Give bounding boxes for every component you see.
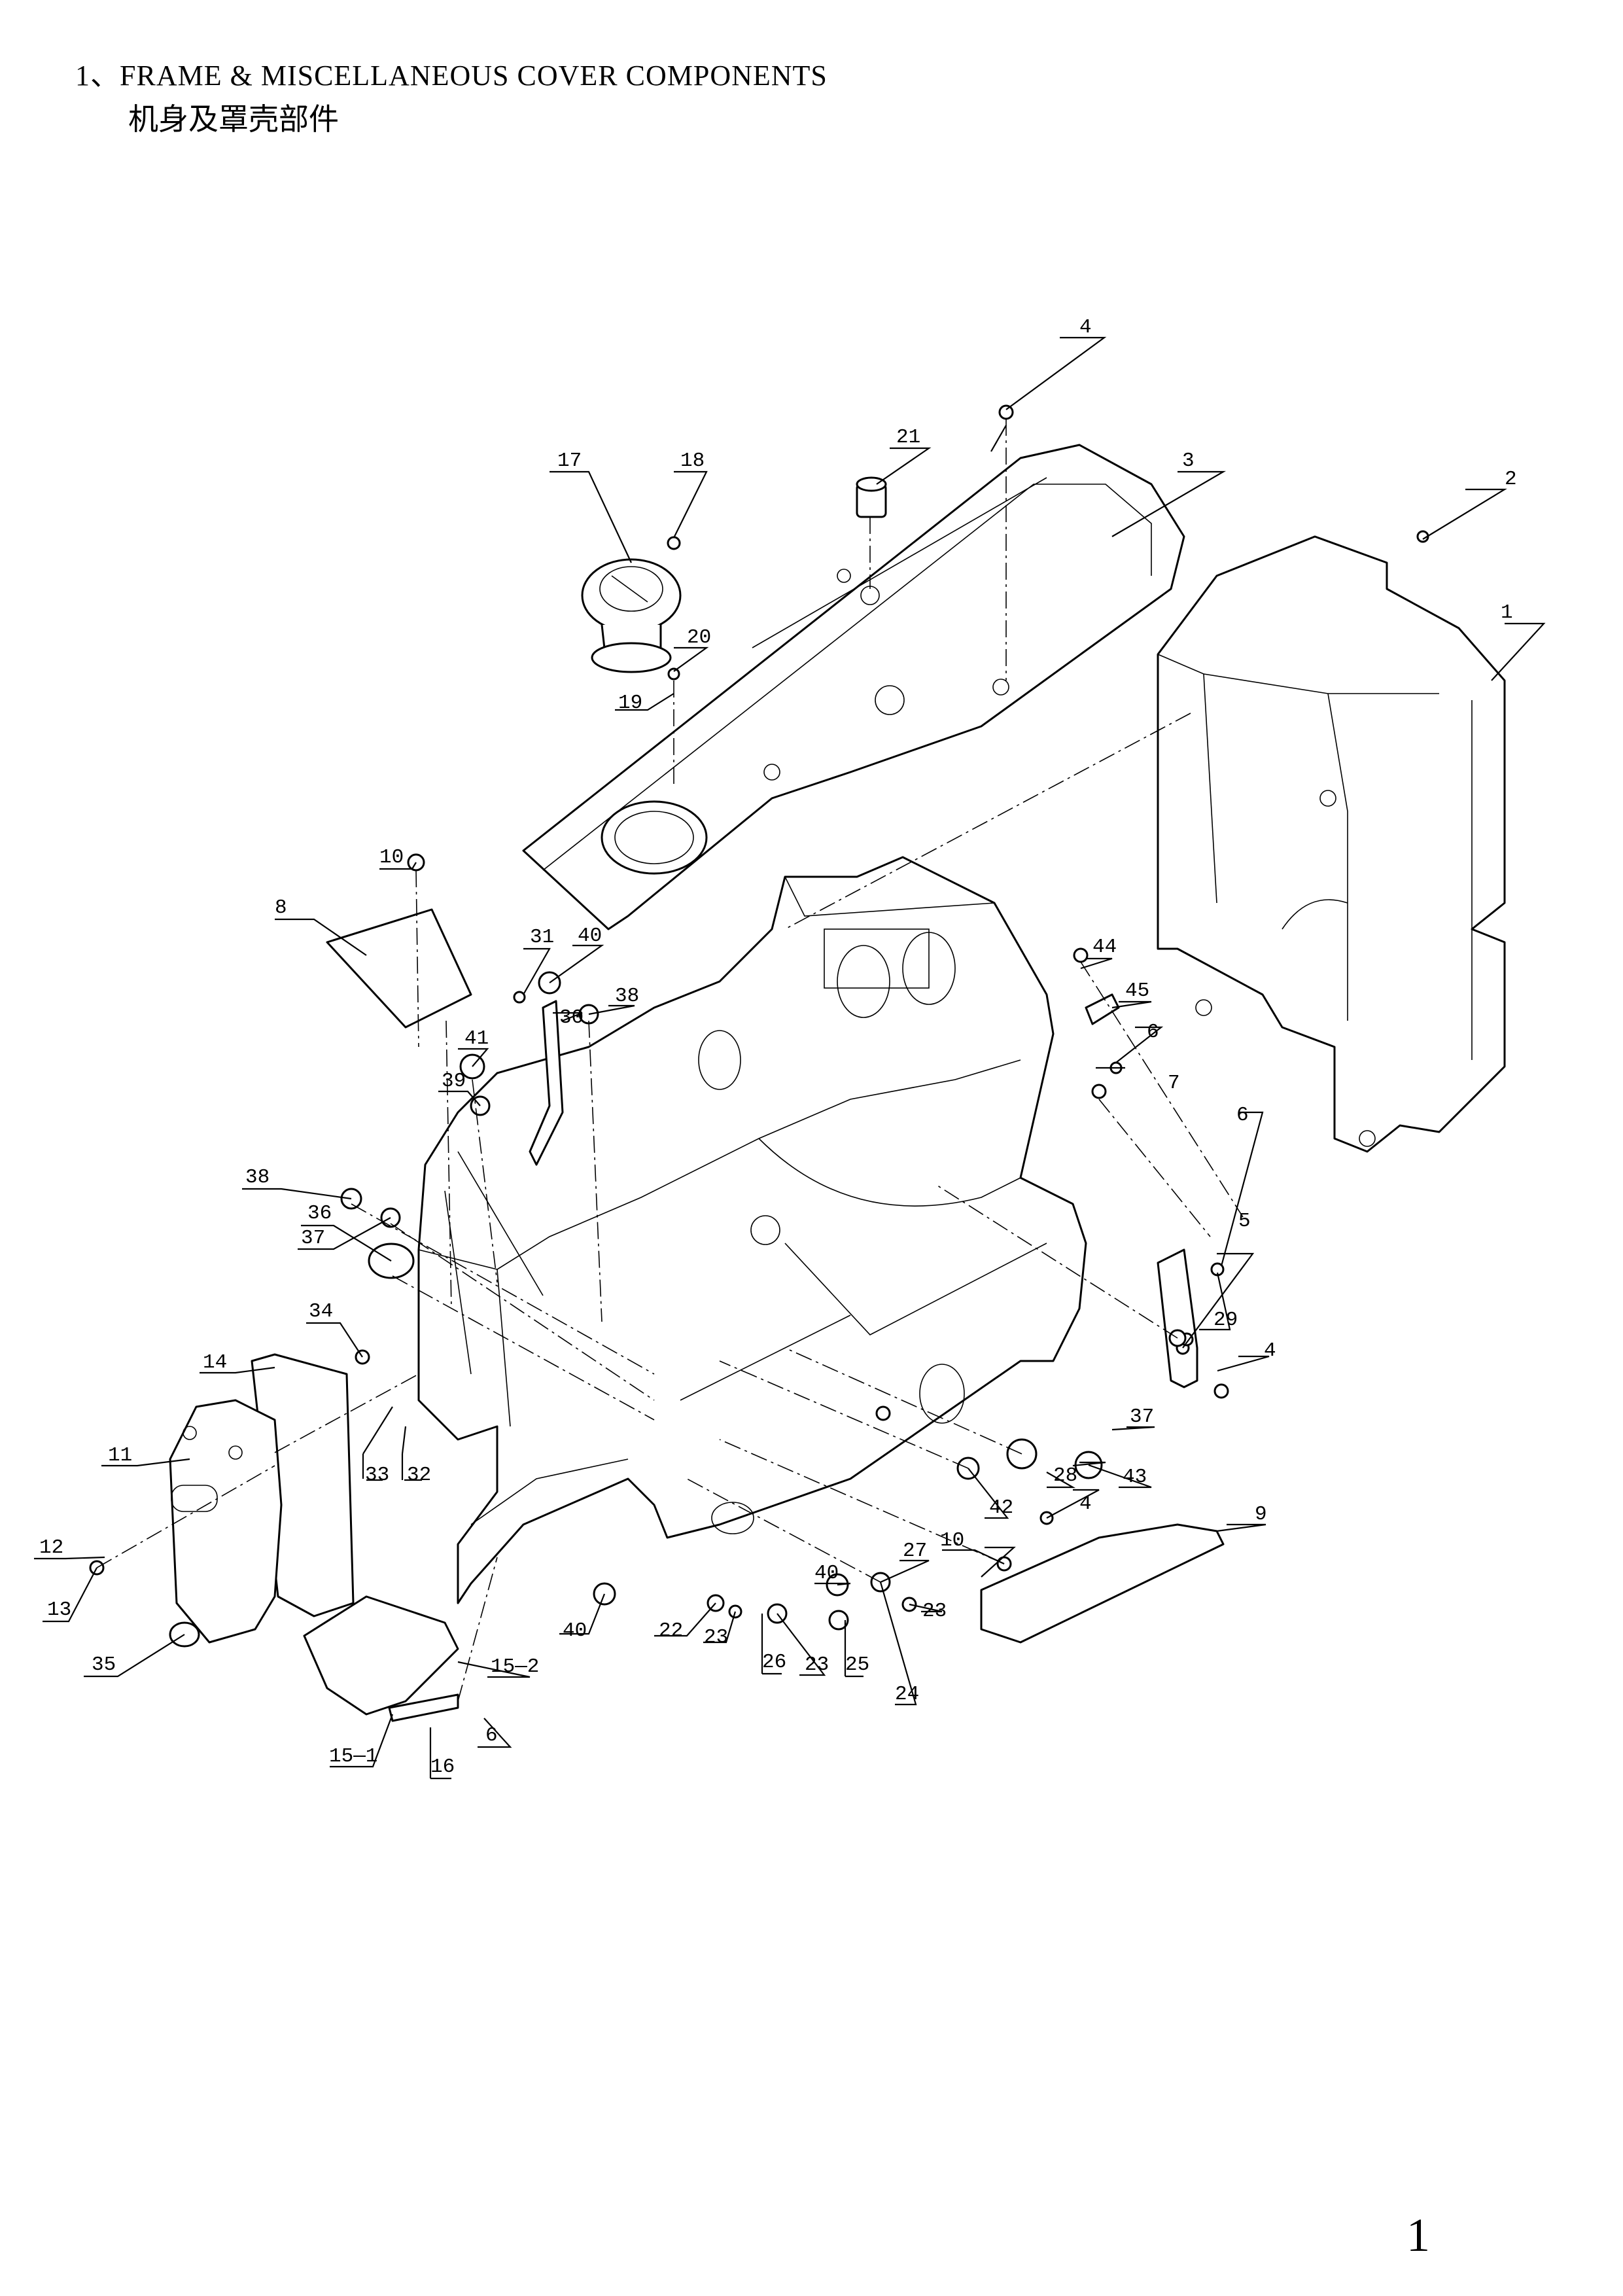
callout-41: 41 — [464, 1027, 489, 1050]
callout-22: 22 — [659, 1619, 683, 1642]
part-face-cover — [169, 1399, 283, 1644]
callout-20: 20 — [687, 626, 711, 649]
callout-24: 24 — [895, 1683, 919, 1706]
callout-2: 2 — [1505, 468, 1517, 491]
callout-43: 43 — [1123, 1466, 1147, 1489]
callout-15-1: 15—1 — [329, 1745, 377, 1768]
callout-8: 8 — [275, 896, 287, 919]
callout-16: 16 — [430, 1756, 455, 1778]
callout-9: 9 — [1255, 1503, 1267, 1526]
callout-labels: 1 2 3 4 4 4 5 6 6 6 7 8 9 10 10 11 12 13… — [39, 316, 1517, 1778]
callout-12: 12 — [39, 1536, 63, 1559]
callout-7: 7 — [1168, 1072, 1180, 1095]
callout-11: 11 — [108, 1444, 132, 1467]
callout-5: 5 — [1238, 1210, 1251, 1233]
callout-23: 23 — [922, 1600, 947, 1623]
callout-23: 23 — [704, 1626, 728, 1649]
callout-6: 6 — [1147, 1021, 1159, 1044]
callout-29: 29 — [1213, 1309, 1238, 1332]
callout-3: 3 — [1182, 450, 1195, 472]
callout-32: 32 — [407, 1464, 431, 1487]
callout-27: 27 — [903, 1540, 927, 1563]
part-main-frame — [417, 856, 1087, 1604]
callout-38: 38 — [615, 985, 639, 1008]
callout-44: 44 — [1092, 936, 1117, 959]
callout-10: 10 — [379, 846, 404, 869]
callout-1: 1 — [1501, 601, 1513, 624]
callout-4: 4 — [1264, 1339, 1276, 1362]
part-rear-cover — [1157, 535, 1506, 1153]
callout-6: 6 — [485, 1724, 498, 1747]
callout-28: 28 — [1053, 1464, 1077, 1487]
leader-lines — [34, 336, 1546, 1780]
callout-4: 4 — [1079, 1492, 1092, 1515]
callout-31: 31 — [530, 926, 554, 949]
callout-34: 34 — [309, 1300, 333, 1323]
callout-33: 33 — [365, 1464, 389, 1487]
part-arm-30 — [529, 1000, 564, 1166]
callout-25: 25 — [845, 1653, 869, 1676]
callout-45: 45 — [1125, 980, 1149, 1002]
callout-14: 14 — [203, 1351, 227, 1374]
callout-42: 42 — [989, 1496, 1013, 1519]
assembly-lines — [96, 419, 1244, 1702]
callout-40: 40 — [563, 1619, 587, 1642]
callout-4: 4 — [1079, 316, 1092, 339]
callout-6: 6 — [1236, 1104, 1249, 1127]
parts-drawing — [89, 404, 1506, 1722]
callout-35: 35 — [92, 1653, 116, 1676]
callout-10: 10 — [940, 1529, 964, 1552]
page-number: 1 — [1406, 2209, 1430, 2261]
part-spool-top — [856, 476, 887, 492]
callout-17: 17 — [557, 450, 582, 472]
callout-39: 39 — [442, 1070, 466, 1093]
callout-37: 37 — [301, 1227, 325, 1250]
callout-21: 21 — [896, 426, 920, 449]
page-title: 1、FRAME & MISCELLANEOUS COVER COMPONENTS — [75, 60, 828, 92]
part-side-plate-8 — [326, 908, 472, 1029]
part-rotary-hook — [581, 558, 682, 673]
part-bottom-plate-9 — [980, 1523, 1225, 1644]
callout-40: 40 — [578, 925, 602, 947]
callout-18: 18 — [680, 450, 705, 472]
callout-19: 19 — [618, 692, 642, 715]
callout-36: 36 — [307, 1202, 332, 1225]
part-bracket-5 — [1157, 1248, 1198, 1388]
callout-26: 26 — [762, 1651, 786, 1674]
callout-40: 40 — [814, 1562, 839, 1585]
part-under-cover — [303, 1595, 459, 1716]
page-subtitle: 机身及罩壳部件 — [128, 101, 339, 137]
callout-37: 37 — [1130, 1405, 1154, 1428]
callout-30: 30 — [559, 1006, 584, 1029]
callout-15-2: 15—2 — [491, 1655, 539, 1678]
callout-23: 23 — [805, 1653, 829, 1676]
callout-38: 38 — [245, 1166, 270, 1189]
part-top-cover — [522, 444, 1185, 930]
callout-13: 13 — [47, 1598, 71, 1621]
part-pin-45 — [1085, 993, 1120, 1025]
